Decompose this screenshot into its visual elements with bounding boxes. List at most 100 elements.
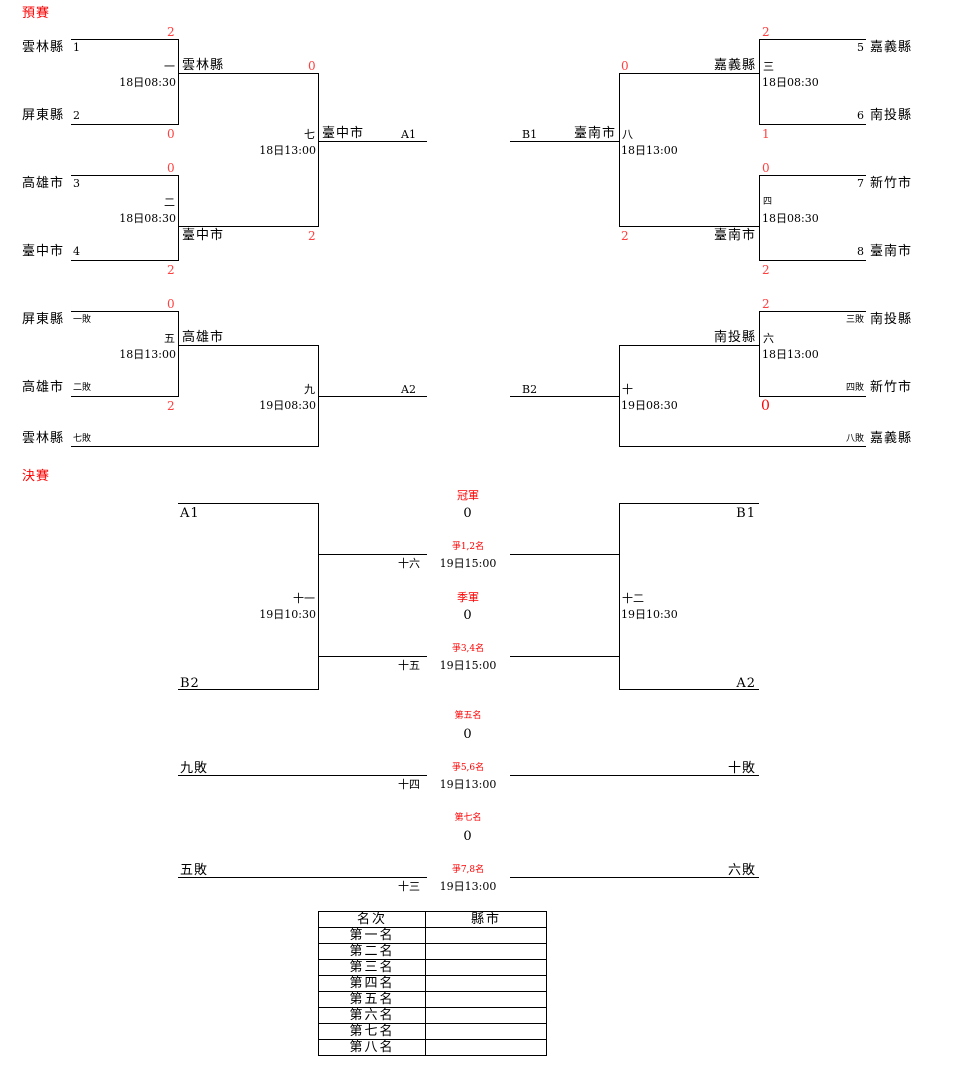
team-name: 屏東縣 [22, 312, 65, 327]
match-number: 五 [164, 332, 175, 345]
match-time: 19日15:00 [439, 659, 497, 672]
match-time: 19日10:30 [259, 608, 316, 621]
match-number: 九 [304, 383, 315, 396]
team-seed: 八敗 [845, 434, 864, 444]
bracket-line [71, 446, 318, 447]
city-cell[interactable] [425, 975, 547, 992]
placement-title: 季軍 [457, 591, 479, 604]
match-label: 爭3,4名 [451, 644, 485, 654]
winner-name: 臺南市 [573, 126, 616, 141]
bracket-line [71, 396, 178, 397]
match-number: 十四 [398, 778, 420, 791]
final-title: 決賽 [22, 469, 51, 484]
match-time: 18日08:30 [762, 212, 819, 225]
match-time: 19日13:00 [439, 880, 497, 893]
match-time: 18日08:30 [762, 76, 819, 89]
table-row: 第三名 [318, 959, 547, 976]
bracket-line [318, 141, 427, 142]
team-seed: 三敗 [845, 315, 864, 325]
team-name: 高雄市 [22, 380, 65, 395]
team-name: 雲林縣 [22, 40, 65, 55]
match-time: 19日13:00 [439, 778, 497, 791]
bracket-line [759, 260, 866, 261]
loser-label: 九敗 [180, 761, 209, 776]
match-number: 十二 [622, 592, 644, 605]
match-label: 爭5,6名 [451, 763, 485, 773]
rank-cell: 第六名 [318, 1007, 426, 1024]
bracket-line [619, 345, 620, 447]
bracket-line [510, 656, 619, 657]
bracket-line [178, 345, 318, 346]
column-header-city: 縣市 [425, 911, 547, 928]
table-header-row: 名次 縣市 [318, 911, 547, 928]
table-row: 第八名 [318, 1039, 547, 1056]
slot-label: A2 [736, 676, 756, 691]
placement-result: 0 [463, 829, 473, 844]
bracket-line [759, 311, 866, 312]
bracket-line [178, 877, 427, 878]
rank-cell: 第五名 [318, 991, 426, 1008]
score: 0 [167, 161, 175, 175]
match-time: 19日15:00 [439, 557, 497, 570]
rank-cell: 第二名 [318, 943, 426, 960]
bracket-line [619, 503, 620, 690]
city-cell[interactable] [425, 943, 547, 960]
winner-name: 臺中市 [322, 126, 365, 141]
bracket-line [759, 175, 760, 261]
bracket-line [759, 39, 866, 40]
bracket-line [759, 124, 866, 125]
bracket-line [510, 396, 619, 397]
bracket-line [178, 39, 179, 125]
team-name: 高雄市 [22, 176, 65, 191]
bracket-line [178, 311, 179, 397]
slot-label: A2 [401, 383, 416, 396]
bracket-line [318, 656, 427, 657]
score: 0 [761, 398, 770, 414]
bracket-line [619, 73, 620, 227]
winner-name: 嘉義縣 [713, 58, 756, 73]
team-name: 嘉義縣 [870, 40, 913, 55]
city-cell[interactable] [425, 1039, 547, 1056]
slot-label: B2 [180, 676, 200, 691]
team-name: 雲林縣 [22, 431, 65, 446]
team-name: 新竹市 [870, 380, 913, 395]
slot-label: B2 [522, 383, 538, 396]
bracket-line [178, 73, 318, 74]
team-seed: 4 [73, 245, 80, 258]
placement-result: 0 [463, 506, 473, 521]
city-cell[interactable] [425, 991, 547, 1008]
city-cell[interactable] [425, 1007, 547, 1024]
bracket-line [318, 554, 427, 555]
placement-title: 第七名 [454, 813, 482, 823]
bracket-line [71, 260, 178, 261]
team-name: 新竹市 [870, 176, 913, 191]
team-name: 臺南市 [870, 244, 913, 259]
bracket-line [759, 311, 760, 397]
team-name: 南投縣 [870, 108, 913, 123]
city-cell[interactable] [425, 959, 547, 976]
match-number: 三 [763, 60, 774, 73]
bracket-line [178, 775, 427, 776]
rank-cell: 第一名 [318, 927, 426, 944]
score: 2 [308, 229, 316, 243]
match-label: 爭7,8名 [451, 865, 485, 875]
team-seed: 一敗 [73, 315, 92, 325]
match-number: 十一 [293, 592, 315, 605]
placement-title: 第五名 [454, 711, 482, 721]
ranking-table: 名次 縣市 第一名 第二名 第三名 第四名 第五名 第六名 第七名 第八名 [318, 911, 547, 1056]
match-number: 一 [164, 60, 175, 73]
match-time: 18日13:00 [621, 144, 678, 157]
bracket-line [619, 226, 759, 227]
city-cell[interactable] [425, 927, 547, 944]
slot-label: B1 [522, 128, 538, 141]
score: 2 [167, 263, 175, 277]
team-name: 臺中市 [22, 244, 65, 259]
bracket-line [510, 775, 759, 776]
winner-name: 臺中市 [182, 228, 225, 243]
loser-label: 六敗 [727, 863, 756, 878]
team-seed: 6 [857, 109, 864, 122]
column-header-rank: 名次 [318, 911, 426, 928]
city-cell[interactable] [425, 1023, 547, 1040]
score: 0 [762, 161, 770, 175]
bracket-line [619, 503, 759, 504]
